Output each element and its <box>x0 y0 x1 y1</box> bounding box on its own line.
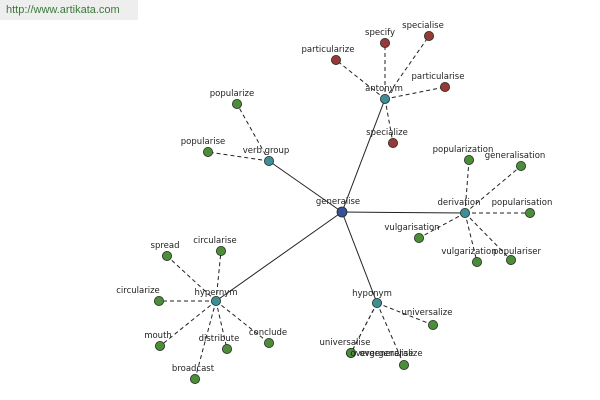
leaf-label: populariser <box>493 247 541 257</box>
leaf-label: circularize <box>116 286 160 296</box>
leaf-node[interactable] <box>231 99 242 110</box>
edge-center-antonym <box>341 98 386 213</box>
hub-label-antonym: antonym <box>365 84 403 94</box>
hub-label-hyponym: hyponym <box>352 289 392 299</box>
leaf-label: popularize <box>210 89 255 99</box>
edge-hyponym-leaf <box>376 302 405 366</box>
edge-hypernym-leaf <box>215 300 228 350</box>
edge-center-hypernym <box>215 211 343 302</box>
leaf-node[interactable] <box>153 295 164 306</box>
leaf-label: universalize <box>402 308 453 318</box>
leaf-node[interactable] <box>525 207 536 218</box>
edge-antonym-leaf <box>384 35 430 100</box>
leaf-node[interactable] <box>423 30 434 41</box>
leaf-label: generalisation <box>485 151 546 161</box>
edge-center-hyponym <box>341 211 378 304</box>
watermark-url: http://www.artikata.com <box>0 0 138 20</box>
leaf-node[interactable] <box>215 245 226 256</box>
leaf-label: circularise <box>193 236 237 246</box>
leaf-node[interactable] <box>471 256 482 267</box>
edge-verbgroup-leaf <box>207 151 270 162</box>
edge-antonym-leaf <box>335 59 386 100</box>
hub-node-verbgroup[interactable] <box>263 155 274 166</box>
hub-label-verbgroup: verb group <box>243 146 290 156</box>
edges-layer <box>159 35 530 380</box>
leaf-label: particularize <box>302 45 355 55</box>
leaf-node[interactable] <box>345 347 356 358</box>
leaf-label: specialise <box>402 21 444 31</box>
leaf-label: vulgarization <box>441 247 496 257</box>
edge-derivation-leaf <box>418 212 466 239</box>
leaf-node[interactable] <box>330 55 341 66</box>
leaf-node[interactable] <box>505 254 516 265</box>
leaf-label: conclude <box>249 328 287 338</box>
leaf-node[interactable] <box>413 232 424 243</box>
leaf-node[interactable] <box>161 250 172 261</box>
leaf-label: vulgarisation <box>384 223 439 233</box>
hub-label-hypernym: hypernym <box>194 288 237 298</box>
nodes-layer <box>153 30 536 384</box>
leaf-node[interactable] <box>463 154 474 165</box>
leaf-label: popularization <box>433 145 494 155</box>
edge-derivation-leaf <box>464 212 478 263</box>
edge-antonym-leaf <box>384 86 446 100</box>
leaf-node[interactable] <box>398 359 409 370</box>
leaf-node[interactable] <box>154 340 165 351</box>
edge-hyponym-leaf <box>350 302 378 354</box>
leaf-node[interactable] <box>263 337 274 348</box>
leaf-label: spread <box>151 241 180 251</box>
hub-node-antonym[interactable] <box>379 94 390 105</box>
center-label: generalise <box>316 197 360 207</box>
hub-node-hyponym[interactable] <box>371 297 382 308</box>
leaf-node[interactable] <box>202 146 213 157</box>
leaf-label: overgeneralise <box>350 349 413 359</box>
edge-hypernym-leaf <box>215 250 222 302</box>
edge-hypernym-leaf <box>159 300 217 347</box>
edge-antonym-leaf <box>384 98 394 144</box>
edge-derivation-leaf <box>464 159 470 214</box>
leaf-label: distribute <box>199 334 240 344</box>
edge-center-verbgroup <box>268 160 343 213</box>
edge-derivation-leaf <box>464 212 512 261</box>
leaf-label: broadcast <box>172 364 215 374</box>
edge-center-derivation <box>341 211 466 214</box>
leaf-node[interactable] <box>221 343 232 354</box>
leaf-node[interactable] <box>516 160 527 171</box>
leaf-node[interactable] <box>439 82 450 93</box>
leaf-label: overgeneralize <box>359 349 422 359</box>
leaf-label: specify <box>365 28 395 38</box>
hub-node-derivation[interactable] <box>459 207 470 218</box>
leaf-label: universalise <box>320 338 371 348</box>
leaf-label: mouth <box>144 331 172 341</box>
leaf-node[interactable] <box>379 38 390 49</box>
center-node[interactable] <box>336 206 348 218</box>
edge-hyponym-leaf <box>376 302 434 326</box>
leaf-node[interactable] <box>387 137 398 148</box>
hub-label-derivation: derivation <box>437 198 480 208</box>
edge-hypernym-leaf <box>215 300 270 344</box>
edge-verbgroup-leaf <box>236 103 270 162</box>
leaf-node[interactable] <box>427 319 438 330</box>
leaf-label: popularisation <box>492 198 553 208</box>
edge-derivation-leaf <box>464 165 522 214</box>
leaf-label: popularise <box>181 137 225 147</box>
leaf-label: specialize <box>366 128 408 138</box>
labels-layer: specify specialise particularize particular… <box>116 21 552 374</box>
hub-node-hypernym[interactable] <box>210 295 221 306</box>
leaf-label: particularise <box>412 72 465 82</box>
leaf-node[interactable] <box>189 373 200 384</box>
